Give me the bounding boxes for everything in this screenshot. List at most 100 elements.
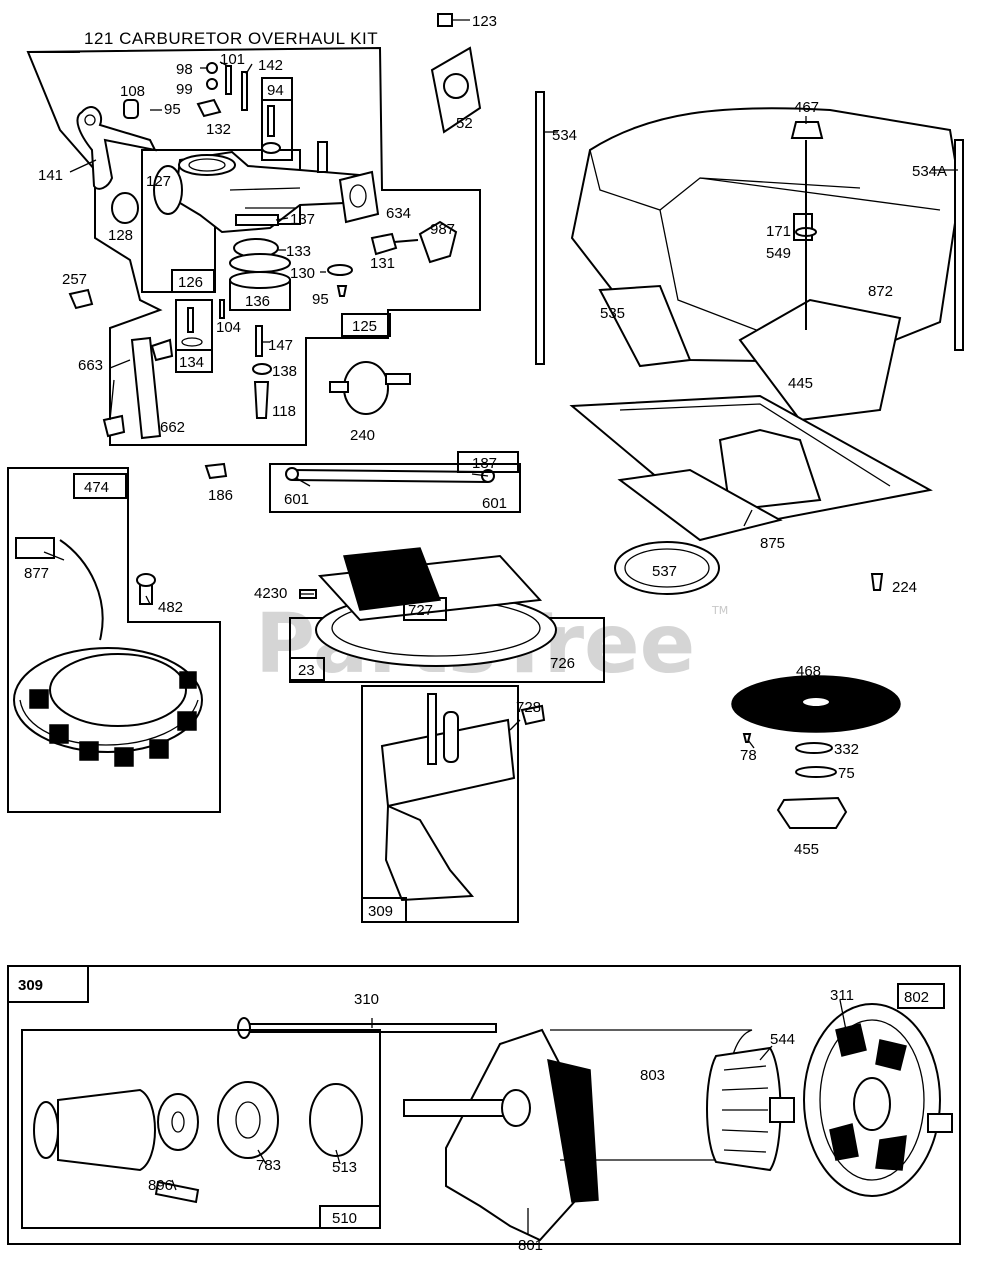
callout-311: 311 [830,987,854,1004]
box-474-label: 474 [84,479,109,496]
box-309-main-label: 309 [18,977,43,994]
lever-pivot-icon [84,114,96,126]
bolt-123-icon [437,13,453,27]
pin-104-icon [219,299,225,319]
callout-537: 537 [652,563,677,580]
armature-803-icon [550,1029,795,1172]
needle-142-icon [241,71,248,111]
callout-186: 186 [208,487,233,504]
box-125-label: 125 [352,318,377,335]
pin-101-icon [225,65,232,95]
callout-75: 75 [838,765,855,782]
gasket-537-inner-icon [624,548,710,588]
alternator-icon [13,647,203,767]
screw-224-icon [870,573,884,591]
callout-468: 468 [796,663,821,680]
trademark: TM [711,604,728,617]
part-128-icon [111,192,139,224]
box-309-label: 309 [368,903,393,920]
spring-94-icon [261,142,281,154]
flywheel-icon [315,547,557,667]
bolt-482-head-icon [136,573,156,587]
callout-95b: 95 [312,291,329,308]
part-131-icon [370,232,398,256]
callout-310: 310 [354,991,379,1008]
needle-94-icon [267,105,275,137]
governor-outline [361,685,519,923]
carburetor-icon [173,141,380,234]
screw-257-icon [68,288,94,310]
nut-467-icon [790,121,824,139]
callout-455: 455 [794,841,819,858]
wire-harness-icon [59,539,104,641]
callout-240: 240 [350,427,375,444]
callout-803: 803 [640,1067,665,1084]
callout-131: 131 [370,255,395,272]
alternator-kit-outline [7,467,221,813]
callout-104: 104 [216,319,241,336]
leader-lines [43,19,958,1234]
part-186-icon [204,462,228,480]
box-510-frame [319,1205,381,1229]
part-127-icon [153,165,183,215]
callout-123: 123 [472,13,497,30]
air-cleaner-icon [570,107,962,422]
callout-726: 726 [550,655,575,672]
washer-130-icon [327,264,353,276]
callout-99: 99 [176,81,193,98]
box-134-frame [175,349,213,373]
callout-601b: 601 [482,495,507,512]
part-132-icon [196,98,222,118]
box-802-frame [897,983,945,1009]
through-bolt-310-icon [237,1017,497,1039]
washer-138-icon [252,363,272,375]
callout-549: 549 [766,245,791,262]
callout-544: 544 [770,1031,795,1048]
callout-98: 98 [176,61,193,78]
callout-224: 224 [892,579,917,596]
callout-127: 127 [146,173,171,190]
gasket-537-icon [614,541,720,595]
callout-872: 872 [868,283,893,300]
callout-118: 118 [272,403,296,420]
spring-134-icon [181,337,203,347]
callout-142: 142 [258,57,283,74]
callout-128: 128 [108,227,133,244]
callout-257: 257 [62,271,87,288]
box-126-label: 126 [178,274,203,291]
callout-534a: 534A [912,163,947,180]
callout-132: 132 [206,121,231,138]
end-frame-801-icon [403,1028,599,1242]
stud-534-icon [535,91,545,365]
callout-662: 662 [160,419,185,436]
gasket-hole-icon [443,73,469,99]
callout-78: 78 [740,747,757,764]
bowl-top-icon [229,271,291,289]
stud-534a-icon [954,139,964,351]
box-474-frame [73,473,127,499]
callout-467: 467 [794,99,819,116]
callout-783: 783 [256,1157,281,1174]
part-187-outline [269,463,521,513]
screw-147-icon [255,325,263,357]
box-126-frame [171,269,215,293]
callout-95a: 95 [164,101,181,118]
spring-634-icon [393,239,419,243]
callout-138: 138 [272,363,297,380]
callout-801: 801 [518,1237,543,1254]
choke-lever-icon [76,106,157,190]
clamp-601a-icon [285,467,299,481]
knob-987-icon [418,220,458,264]
callout-877: 877 [24,565,49,582]
tube-601-icon [291,469,489,473]
callout-728: 728 [516,699,541,716]
connector-877-icon [15,537,55,559]
callout-130: 130 [290,265,315,282]
tube-601-b-icon [291,479,489,483]
box-187-label: 187 [472,455,497,472]
callout-663: 663 [78,357,103,374]
part-108-icon [123,99,139,119]
callout-4230: 4230 [254,585,287,602]
screw-663a-icon [150,338,174,362]
